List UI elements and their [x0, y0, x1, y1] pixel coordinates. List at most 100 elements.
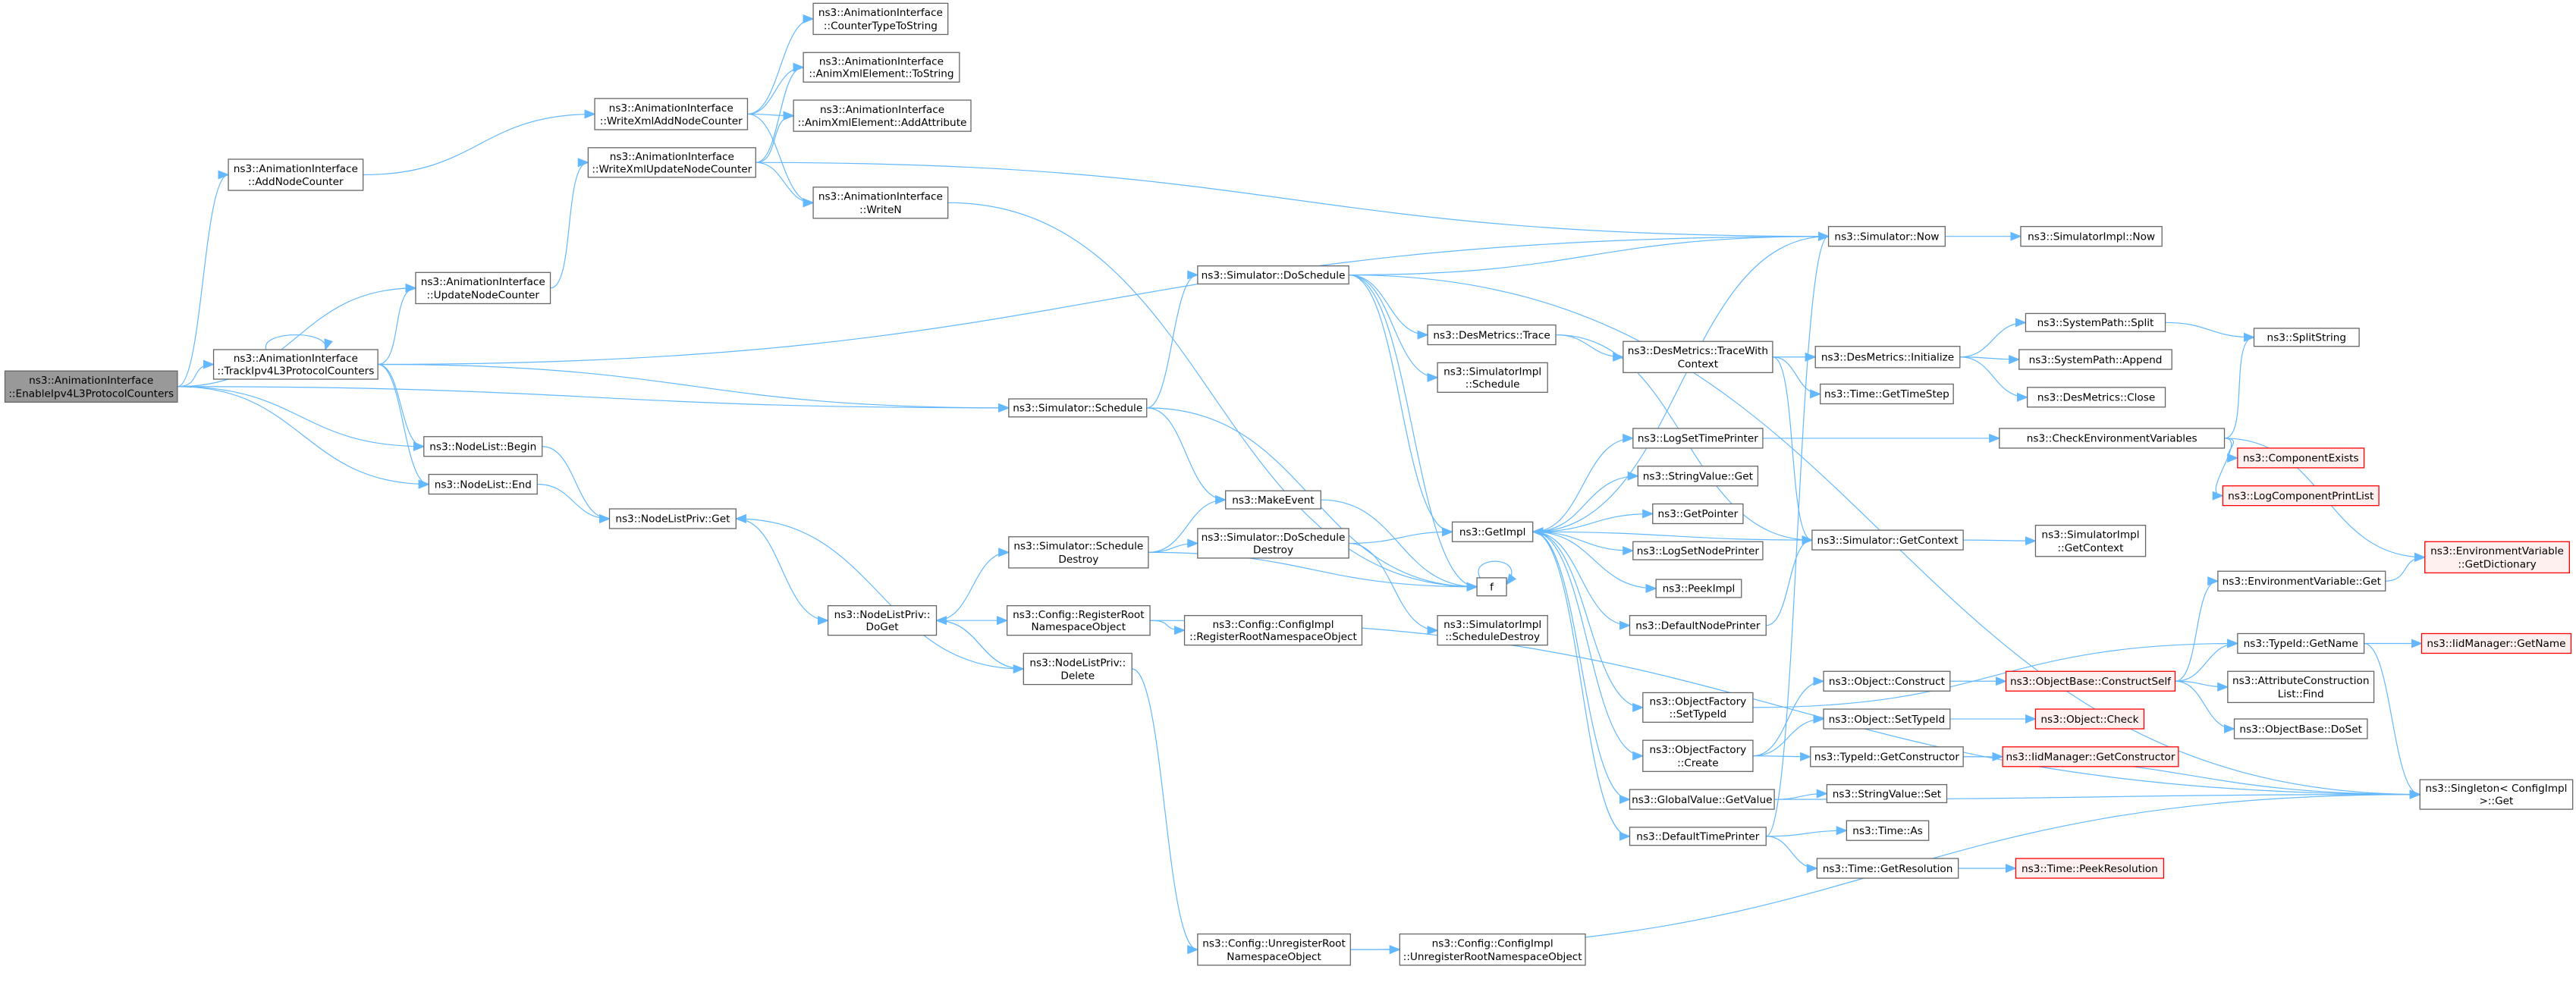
graph-node-desTrace[interactable]: ns3::DesMetrics::Trace	[1427, 324, 1557, 346]
graph-node-doSet[interactable]: ns3::ObjectBase::DoSet	[2233, 718, 2368, 739]
node-label: ns3::Simulator::DoSchedule	[1202, 532, 1346, 544]
graph-node-doSchedule[interactable]: ns3::Simulator::DoSchedule	[1197, 265, 1349, 285]
graph-node-append[interactable]: ns3::SystemPath::Append	[2018, 349, 2172, 370]
node-label: DoGet	[865, 621, 899, 633]
graph-node-getPointer[interactable]: ns3::GetPointer	[1652, 503, 1744, 525]
graph-node-getContext[interactable]: ns3::Simulator::GetContext	[1811, 529, 1964, 551]
graph-node-configImplUnregister[interactable]: ns3::Config::ConfigImpl::UnregisterRootN…	[1399, 933, 1586, 966]
node-box	[2020, 226, 2163, 247]
graph-node-ofSetTypeId[interactable]: ns3::ObjectFactory::SetTypeId	[1642, 692, 1754, 723]
graph-node-stringValueGet[interactable]: ns3::StringValue::Get	[1637, 466, 1759, 487]
call-edge-defaultTimePrinter-to-timeAs	[1766, 826, 1848, 837]
node-label: Destroy	[1253, 544, 1293, 556]
graph-node-objectCheck[interactable]: ns3::Object::Check	[2034, 708, 2145, 730]
node-label: ns3::ObjectBase::DoSet	[2239, 723, 2362, 736]
graph-node-defaultTimePrinter[interactable]: ns3::DefaultTimePrinter	[1629, 827, 1767, 846]
graph-node-envGet[interactable]: ns3::EnvironmentVariable::Get	[2217, 570, 2386, 592]
graph-node-checkEnv[interactable]: ns3::CheckEnvironmentVariables	[1999, 428, 2226, 449]
graph-node-simImplGetContext[interactable]: ns3::SimulatorImpl::GetContext	[2034, 524, 2147, 557]
graph-node-timeAs[interactable]: ns3::Time::As	[1846, 820, 1930, 841]
call-edge-writeN-to-f	[947, 202, 1478, 592]
graph-node-track[interactable]: ns3::AnimationInterface::TrackIpv4L3Prot…	[212, 349, 379, 380]
graph-node-getResolution[interactable]: ns3::Time::GetResolution	[1816, 858, 1959, 879]
graph-node-peekResolution[interactable]: ns3::Time::PeekResolution	[2015, 858, 2165, 879]
graph-node-globalGetValue[interactable]: ns3::GlobalValue::GetValue	[1629, 789, 1775, 810]
graph-node-iidGetName[interactable]: ns3::IidManager::GetName	[2420, 632, 2572, 654]
node-label: ::ScheduleDestroy	[1445, 631, 1540, 643]
graph-node-singletonGet[interactable]: ns3::Singleton< ConfigImpl>::Get	[2419, 779, 2574, 810]
node-box	[1437, 362, 1548, 393]
graph-node-simImplNow[interactable]: ns3::SimulatorImpl::Now	[2020, 226, 2163, 247]
graph-node-objectSetTypeId[interactable]: ns3::Object::SetTypeId	[1823, 708, 1951, 730]
graph-node-updateNodeCounter[interactable]: ns3::AnimationInterface::UpdateNodeCount…	[415, 271, 551, 305]
graph-node-simImplSchedule[interactable]: ns3::SimulatorImpl::Schedule	[1437, 362, 1548, 393]
node-label: ns3::CheckEnvironmentVariables	[2027, 433, 2197, 445]
graph-node-objectConstruct[interactable]: ns3::Object::Construct	[1823, 670, 1951, 692]
graph-node-logComponentPrintList[interactable]: ns3::LogComponentPrintList	[2222, 485, 2380, 507]
node-box	[423, 436, 543, 457]
graph-node-counterTypeToString[interactable]: ns3::AnimationInterface::CounterTypeToSt…	[812, 2, 949, 36]
graph-node-animToString[interactable]: ns3::AnimationInterface::AnimXmlElement:…	[803, 52, 960, 83]
graph-node-getConstructor[interactable]: ns3::TypeId::GetConstructor	[1810, 746, 1964, 767]
call-edge-doSchedule-to-now	[1349, 231, 1830, 276]
graph-node-end[interactable]: ns3::NodeList::End	[428, 473, 538, 495]
graph-node-typeIdGetName[interactable]: ns3::TypeId::GetName	[2237, 632, 2365, 654]
graph-node-now[interactable]: ns3::Simulator::Now	[1827, 226, 1946, 247]
graph-node-begin[interactable]: ns3::NodeList::Begin	[423, 436, 543, 457]
call-edge-main-to-schedule	[177, 386, 1010, 413]
node-box	[1427, 324, 1557, 346]
graph-node-scheduleDestroy[interactable]: ns3::Simulator::ScheduleDestroy	[1008, 536, 1149, 569]
graph-node-getTimeStep[interactable]: ns3::Time::GetTimeStep	[1820, 383, 1954, 405]
graph-node-stringValueSet[interactable]: ns3::StringValue::Set	[1826, 783, 1948, 804]
graph-node-iidGetConstructor[interactable]: ns3::IidManager::GetConstructor	[2002, 746, 2179, 767]
graph-node-defaultNodePrinter[interactable]: ns3::DefaultNodePrinter	[1629, 615, 1767, 636]
node-label: ns3::SimulatorImpl	[1444, 619, 1541, 631]
graph-node-schedule[interactable]: ns3::Simulator::Schedule	[1008, 398, 1148, 418]
node-label: ns3::IidManager::GetConstructor	[2006, 752, 2175, 764]
graph-node-constructSelf[interactable]: ns3::ObjectBase::ConstructSelf	[2005, 670, 2176, 692]
node-box	[2018, 349, 2172, 370]
graph-node-getDictionary[interactable]: ns3::EnvironmentVariable::GetDictionary	[2424, 541, 2570, 574]
graph-node-addAttribute[interactable]: ns3::AnimationInterface::AnimXmlElement:…	[793, 99, 972, 132]
graph-node-componentExists[interactable]: ns3::ComponentExists	[2237, 447, 2365, 469]
call-edge-main-to-begin	[177, 386, 426, 451]
call-edge-doGet-to-scheduleDestroy	[936, 548, 1010, 621]
node-label: ns3::SystemPath::Append	[2029, 354, 2163, 366]
node-box	[1810, 746, 1964, 767]
graph-node-initialize[interactable]: ns3::DesMetrics::Initialize	[1814, 346, 1961, 369]
graph-node-splitString[interactable]: ns3::SplitString	[2253, 328, 2360, 347]
graph-node-configImplRegister[interactable]: ns3::Config::ConfigImpl::RegisterRootNam…	[1183, 615, 1363, 646]
graph-node-writeXmlAdd[interactable]: ns3::AnimationInterface::WriteXmlAddNode…	[594, 98, 749, 130]
graph-node-logSetNodePrinter[interactable]: ns3::LogSetNodePrinter	[1632, 541, 1764, 560]
graph-node-logSetTimePrinter[interactable]: ns3::LogSetTimePrinter	[1632, 428, 1764, 449]
graph-node-deleteNode[interactable]: ns3::NodeListPriv::Delete	[1023, 652, 1132, 686]
graph-node-split[interactable]: ns3::SystemPath::Split	[2025, 312, 2166, 332]
graph-node-getImpl[interactable]: ns3::GetImpl	[1451, 521, 1534, 542]
node-box	[1629, 827, 1767, 846]
graph-node-writeN[interactable]: ns3::AnimationInterface::WriteN	[812, 187, 949, 219]
graph-node-nlpGet[interactable]: ns3::NodeListPriv::Get	[608, 508, 737, 529]
graph-node-main[interactable]: ns3::AnimationInterface::EnableIpv4L3Pro…	[4, 370, 178, 403]
graph-node-simImplScheduleDestroy[interactable]: ns3::SimulatorImpl::ScheduleDestroy	[1437, 615, 1548, 646]
node-label: ::Schedule	[1465, 378, 1520, 391]
graph-node-ofCreate[interactable]: ns3::ObjectFactory::Create	[1642, 739, 1754, 772]
node-box	[793, 99, 972, 132]
graph-node-makeEvent[interactable]: ns3::MakeEvent	[1225, 490, 1321, 510]
graph-node-f[interactable]: f	[1476, 577, 1507, 597]
graph-node-peekImpl[interactable]: ns3::PeekImpl	[1655, 579, 1742, 598]
graph-node-writeXmlUpdate[interactable]: ns3::AnimationInterface::WriteXmlUpdateN…	[587, 147, 756, 178]
node-box	[1225, 490, 1321, 510]
graph-node-unregisterRoot[interactable]: ns3::Config::UnregisterRootNamespaceObje…	[1197, 933, 1351, 966]
graph-node-addNodeCounter[interactable]: ns3::AnimationInterface::AddNodeCounter	[228, 158, 364, 191]
node-box	[1826, 783, 1948, 804]
call-edge-main-to-track	[177, 359, 215, 388]
call-edge-now-to-getImpl	[1531, 236, 1829, 537]
graph-node-close[interactable]: ns3::DesMetrics::Close	[2026, 387, 2166, 408]
call-edge-constructSelf-to-attrFind	[2175, 680, 2229, 692]
node-label: ns3::Config::ConfigImpl	[1432, 938, 1553, 950]
graph-node-registerRoot[interactable]: ns3::Config::RegisterRootNamespaceObject	[1006, 605, 1151, 636]
graph-node-doGet[interactable]: ns3::NodeListPriv::DoGet	[827, 605, 938, 636]
